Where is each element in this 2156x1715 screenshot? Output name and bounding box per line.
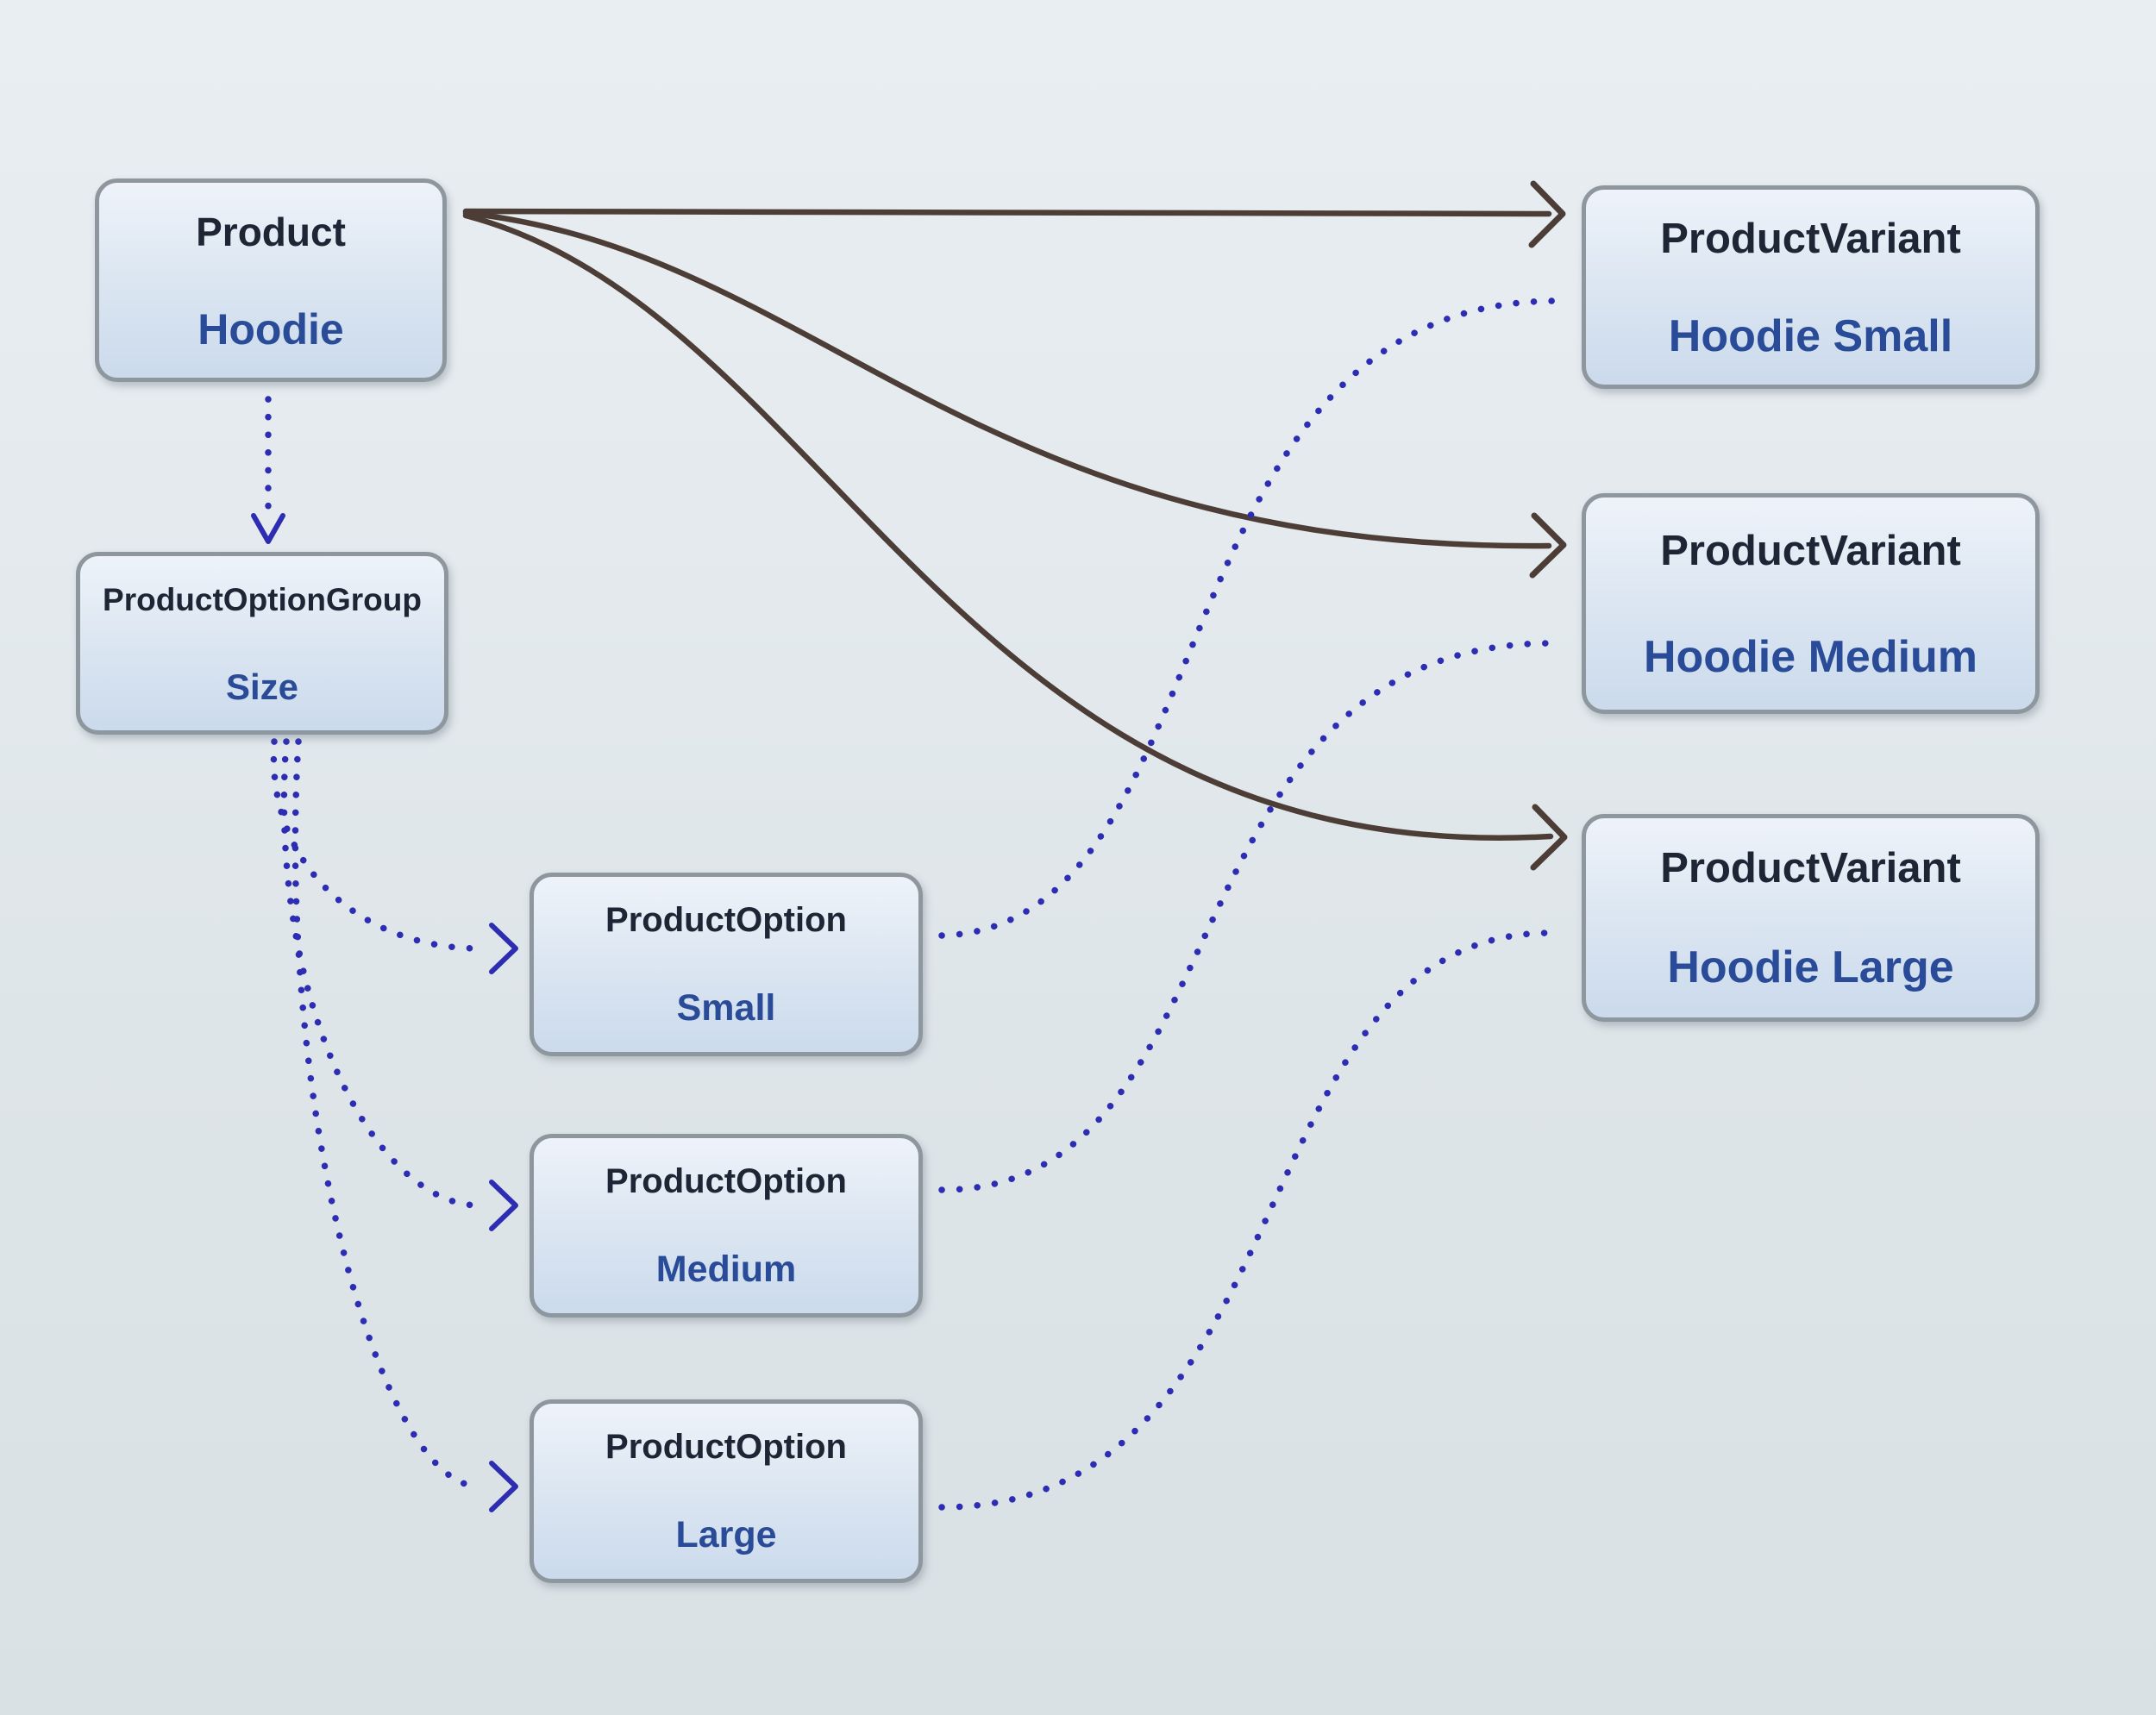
node-type-label: Product [196,209,346,254]
arrow-right-icon [489,923,518,974]
dotted-edge-line [280,738,483,1209]
node-type-label: ProductOptionGroup [103,581,422,617]
node-type-label: ProductOption [605,901,847,940]
node-product-variant-small: ProductVariant Hoodie Small [1582,185,2040,389]
node-product-variant-large: ProductVariant Hoodie Large [1582,814,2040,1022]
dotted-edge-line [938,640,1556,1193]
edge-option-medium-to-variant-medium [938,640,1556,1193]
solid-edge-line [462,210,1552,549]
node-value-label: Hoodie Medium [1643,631,1978,682]
arrow-right-icon [1528,180,1566,248]
node-value-label: Medium [655,1248,797,1290]
node-product-variant-medium: ProductVariant Hoodie Medium [1582,493,2040,714]
arrow-right-icon [489,1461,518,1512]
node-value-label: Large [675,1513,777,1555]
node-product-option-medium: ProductOption Medium [530,1134,923,1318]
edge-product-to-option-group [251,396,285,544]
node-type-label: ProductVariant [1660,844,1961,892]
solid-edge-line [462,212,1554,841]
solid-edge-line [462,208,1552,217]
edge-group-to-option-medium [280,738,518,1231]
dotted-edge-line [270,738,483,952]
arrow-right-icon [489,1180,518,1231]
node-type-label: ProductOption [605,1162,847,1201]
edge-product-to-variant-medium [462,210,1567,579]
node-type-label: ProductVariant [1660,215,1961,262]
dotted-edge-line [938,929,1552,1511]
node-type-label: ProductVariant [1660,527,1961,574]
node-type-label: ProductOption [605,1428,847,1467]
edge-group-to-option-small [270,738,518,974]
node-product-option-small: ProductOption Small [530,873,923,1056]
arrow-right-icon [1530,804,1568,871]
edge-option-large-to-variant-large [938,929,1552,1511]
node-product-option-large: ProductOption Large [530,1399,923,1583]
arrow-down-icon [251,513,285,544]
node-product: Product Hoodie [95,178,447,382]
arrow-right-icon [1529,512,1567,579]
edge-group-to-option-large [291,738,518,1512]
edge-product-to-variant-small [462,180,1566,248]
node-value-label: Hoodie Small [1668,310,1953,361]
dotted-edge-line [291,738,483,1490]
node-value-label: Hoodie [197,304,344,354]
node-product-option-group: ProductOptionGroup Size [76,552,448,735]
edge-product-to-variant-large [462,212,1568,871]
node-value-label: Hoodie Large [1667,942,1954,993]
node-value-label: Small [676,986,776,1029]
node-value-label: Size [225,666,299,707]
